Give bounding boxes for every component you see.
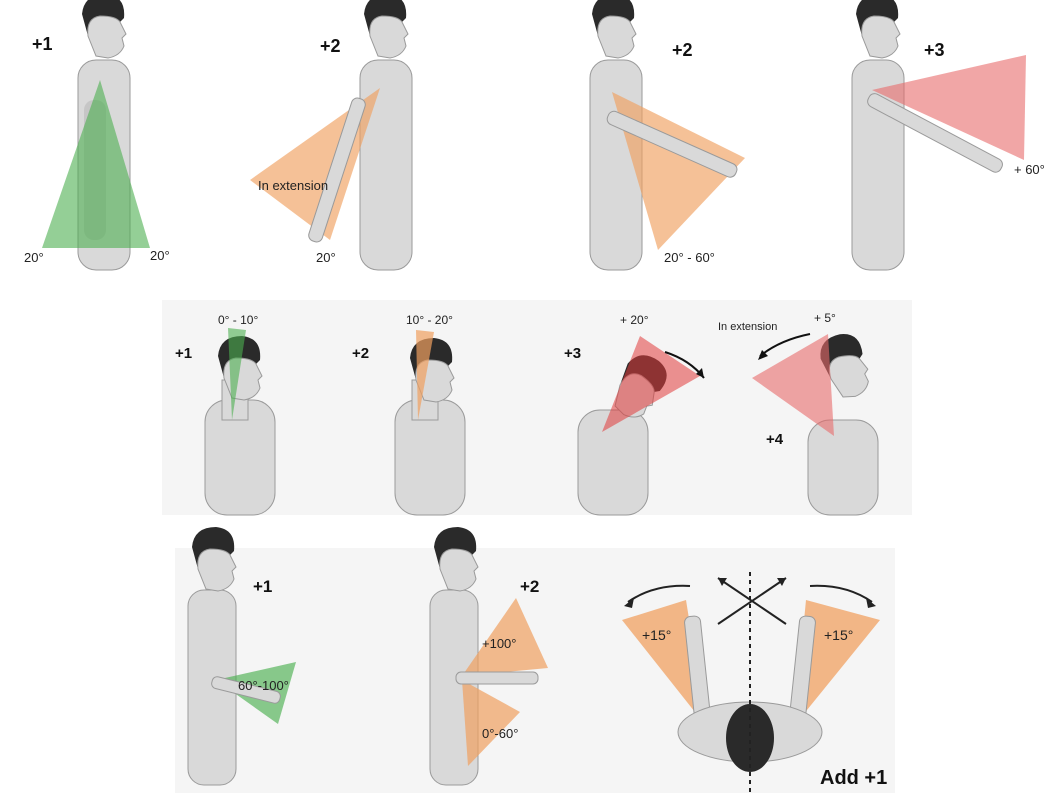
top-view-score: Add +1 bbox=[820, 767, 887, 789]
range-wedge-orange bbox=[462, 680, 520, 766]
lower-arm-1-score: +1 bbox=[253, 577, 272, 596]
neck-4-label-angle: + 5° bbox=[814, 311, 836, 325]
upper-arm-2-label-angle: 20° bbox=[316, 250, 336, 265]
upper-arm-2-score: +2 bbox=[320, 36, 341, 56]
neck-figure-2 bbox=[395, 330, 465, 515]
top-view-label-left: +15° bbox=[642, 627, 671, 643]
lower-arm-top-view bbox=[622, 572, 880, 796]
neck-figure-4 bbox=[752, 330, 878, 515]
top-view-label-right: +15° bbox=[824, 627, 853, 643]
range-wedge-red bbox=[752, 334, 834, 436]
lower-arm-figure-1 bbox=[188, 527, 296, 785]
lower-arm-2-label-lower: 0°-60° bbox=[482, 726, 518, 741]
neck-4-score: +4 bbox=[766, 431, 784, 448]
lower-arm-1-label-angle: 60°-100° bbox=[238, 678, 289, 693]
neck-figure-1 bbox=[205, 328, 275, 515]
upper-arm-3-label-angle: 20° - 60° bbox=[664, 250, 715, 265]
lower-arm-figure-2 bbox=[430, 527, 548, 785]
upper-arm-4-label-angle: + 60° bbox=[1014, 162, 1045, 177]
upper-arm-4-score: +3 bbox=[924, 40, 945, 60]
upper-arm-1-label-right: 20° bbox=[150, 248, 170, 263]
head-top-view bbox=[726, 704, 774, 772]
upper-arm-2-label-extension: In extension bbox=[258, 178, 328, 193]
neck-4-label-extension: In extension bbox=[718, 321, 777, 333]
upper-arm-figure-3 bbox=[590, 0, 745, 270]
upper-arm-3-score: +2 bbox=[672, 40, 693, 60]
range-wedge-green bbox=[42, 80, 150, 248]
upper-arm-1-score: +1 bbox=[32, 34, 53, 54]
neck-2-label-angle: 10° - 20° bbox=[406, 313, 453, 327]
neck-2-score: +2 bbox=[352, 345, 369, 362]
neck-1-score: +1 bbox=[175, 345, 192, 362]
range-wedge-red bbox=[602, 336, 700, 432]
upper-arm-figure-1 bbox=[42, 0, 150, 270]
neck-3-score: +3 bbox=[564, 345, 581, 362]
neck-1-label-angle: 0° - 10° bbox=[218, 313, 258, 327]
upper-arm-1-label-left: 20° bbox=[24, 250, 44, 265]
neck-3-label-angle: + 20° bbox=[620, 313, 649, 327]
lower-arm-2-score: +2 bbox=[520, 577, 539, 596]
lower-arm-2-label-upper: +100° bbox=[482, 636, 516, 651]
neck-figure-3 bbox=[578, 336, 704, 515]
